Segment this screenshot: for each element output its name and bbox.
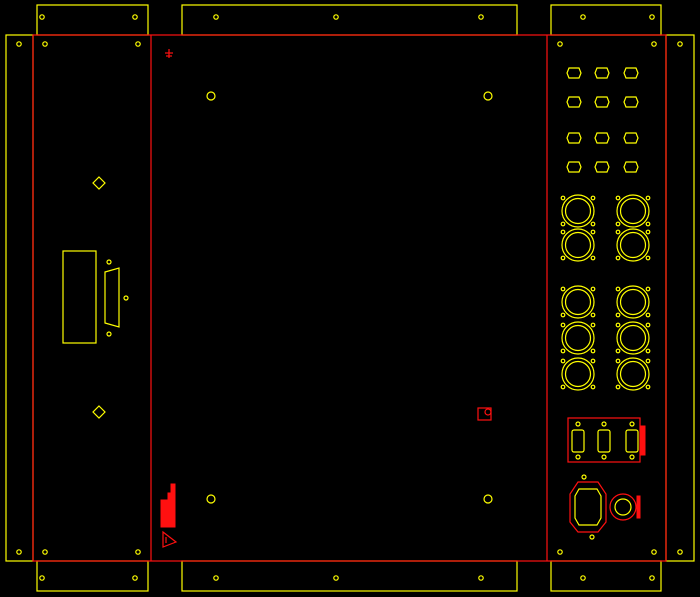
dsub-connector-icon xyxy=(597,421,611,460)
hole-icon xyxy=(483,91,493,101)
bnc-connector-icon xyxy=(594,67,610,79)
dsub-connector-icon xyxy=(571,421,585,460)
circular-connector-icon xyxy=(560,357,596,391)
hole-icon xyxy=(132,575,138,581)
hole-icon xyxy=(333,14,339,20)
dsub-bracket xyxy=(567,417,646,463)
circular-connector-icon xyxy=(615,321,651,355)
bnc-connector-icon xyxy=(566,132,582,144)
bnc-connector-icon xyxy=(623,161,639,173)
hole-icon xyxy=(42,549,48,555)
circular-connector-icon xyxy=(615,194,651,228)
circular-connector-icon xyxy=(615,228,651,262)
hole-icon xyxy=(649,14,655,20)
hole-icon xyxy=(39,14,45,20)
hole-icon xyxy=(677,549,683,555)
hole-icon xyxy=(580,14,586,20)
hole-icon xyxy=(206,91,216,101)
hole-icon xyxy=(16,549,22,555)
main-panel-outline xyxy=(32,34,667,562)
hole-icon xyxy=(42,41,48,47)
bnc-connector-icon xyxy=(566,96,582,108)
warning-label xyxy=(160,483,176,528)
left-section xyxy=(62,176,129,419)
hole-icon xyxy=(478,14,484,20)
dsub-connector-icon xyxy=(625,421,639,460)
ground-symbol-icon xyxy=(165,49,173,58)
hole-icon xyxy=(135,549,141,555)
circular-connector-array xyxy=(560,194,651,391)
bnc-connector-icon xyxy=(594,132,610,144)
dsub-connector-icon xyxy=(104,267,120,328)
hole-icon xyxy=(92,405,106,419)
hole-icon xyxy=(651,549,657,555)
circular-connector-icon xyxy=(615,285,651,319)
bnc-connector-icon xyxy=(623,96,639,108)
hole-icon xyxy=(580,575,586,581)
bnc-connector-icon xyxy=(623,132,639,144)
bottom-tab-left xyxy=(36,560,149,592)
bottom-tab-right xyxy=(550,560,662,592)
fuse-holder-icon xyxy=(609,493,641,521)
circular-connector-icon xyxy=(560,321,596,355)
top-tab-center xyxy=(181,4,518,36)
bottom-tab-center xyxy=(181,560,518,592)
top-tab-left xyxy=(36,4,149,36)
hole-icon xyxy=(557,41,563,47)
hole-icon xyxy=(39,575,45,581)
hole-icon xyxy=(213,575,219,581)
bnc-connector-icon xyxy=(566,161,582,173)
right-flange xyxy=(665,34,695,562)
bnc-connector-icon xyxy=(594,161,610,173)
bnc-connector-array xyxy=(566,67,639,173)
left-flange xyxy=(5,34,34,562)
bnc-connector-icon xyxy=(566,67,582,79)
circular-connector-icon xyxy=(560,194,596,228)
rectangular-cutout xyxy=(62,250,97,344)
mounting-holes xyxy=(16,14,683,581)
hole-icon xyxy=(16,41,22,47)
hole-icon xyxy=(135,41,141,47)
bnc-connector-icon xyxy=(623,67,639,79)
circular-connector-icon xyxy=(560,228,596,262)
circular-connector-icon xyxy=(560,285,596,319)
top-tab-right xyxy=(550,4,662,36)
hole-icon xyxy=(92,176,106,190)
hole-icon xyxy=(333,575,339,581)
hole-icon xyxy=(213,14,219,20)
hole-icon xyxy=(132,14,138,20)
power-inlet-icon xyxy=(569,474,607,540)
hole-icon xyxy=(649,575,655,581)
warning-triangle-icon xyxy=(162,530,178,548)
bnc-connector-icon xyxy=(594,96,610,108)
hole-icon xyxy=(677,41,683,47)
center-section xyxy=(160,49,493,548)
circular-connector-icon xyxy=(615,357,651,391)
hole-icon xyxy=(651,41,657,47)
hole-icon xyxy=(557,549,563,555)
hole-icon xyxy=(478,575,484,581)
hole-icon xyxy=(206,494,216,504)
hole-icon xyxy=(483,494,493,504)
label-marker xyxy=(477,407,492,421)
